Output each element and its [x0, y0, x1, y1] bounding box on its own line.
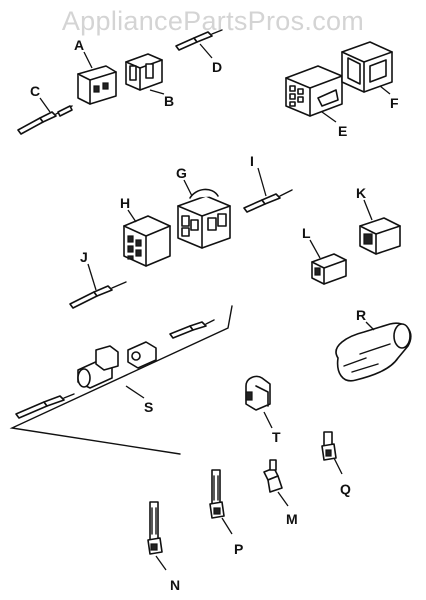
label-n: N [170, 577, 180, 593]
label-k: K [356, 185, 366, 201]
leader-j [87, 263, 97, 291]
part-i-terminal [243, 189, 293, 213]
part-p-terminal [209, 469, 225, 519]
leader-c [39, 97, 51, 113]
label-t: T [272, 429, 281, 445]
leader-t [263, 411, 273, 429]
leader-g [183, 179, 193, 197]
label-b: B [164, 93, 174, 109]
part-q-terminal [321, 431, 337, 461]
leader-i [257, 167, 267, 197]
leader-s [125, 385, 145, 399]
label-g: G [176, 165, 187, 181]
part-j-pin [69, 281, 127, 309]
part-k-housing [359, 217, 401, 255]
leader-f [379, 85, 391, 95]
leader-n [155, 555, 167, 571]
part-r-sleeve [335, 322, 412, 382]
part-b-housing [125, 53, 163, 91]
leader-d [199, 43, 213, 59]
part-m-terminal [263, 459, 283, 493]
part-a-connector [77, 65, 117, 105]
leader-p [221, 517, 233, 535]
part-l-connector [311, 253, 347, 285]
label-i: I [250, 153, 254, 169]
part-f-housing [341, 41, 393, 93]
leader-h [127, 209, 137, 223]
label-m: M [286, 511, 298, 527]
part-g-housing [177, 188, 231, 249]
leader-l [309, 239, 321, 259]
leader-b [149, 89, 165, 95]
leader-e [321, 111, 337, 123]
leader-k [363, 199, 373, 221]
part-c-terminal [17, 105, 73, 135]
label-l: L [302, 225, 311, 241]
label-p: P [234, 541, 243, 557]
label-r: R [356, 307, 366, 323]
leader-r [365, 321, 375, 331]
part-h-receptacle [123, 215, 171, 267]
label-h: H [120, 195, 130, 211]
leader-a [83, 51, 93, 69]
part-n-terminal [147, 501, 163, 555]
part-t-clip [245, 375, 271, 411]
label-c: C [30, 83, 40, 99]
leader-q [333, 457, 343, 475]
part-e-housing [285, 65, 343, 117]
label-d: D [212, 59, 222, 75]
label-s: S [144, 399, 153, 415]
leader-m [277, 491, 289, 507]
part-d-terminal [175, 29, 223, 51]
part-s-assembly [9, 305, 233, 455]
label-f: F [390, 95, 399, 111]
watermark-text: AppliancePartsPros.com [61, 6, 365, 36]
label-q: Q [340, 481, 351, 497]
label-j: J [80, 249, 88, 265]
label-e: E [338, 123, 347, 139]
label-a: A [74, 37, 84, 53]
